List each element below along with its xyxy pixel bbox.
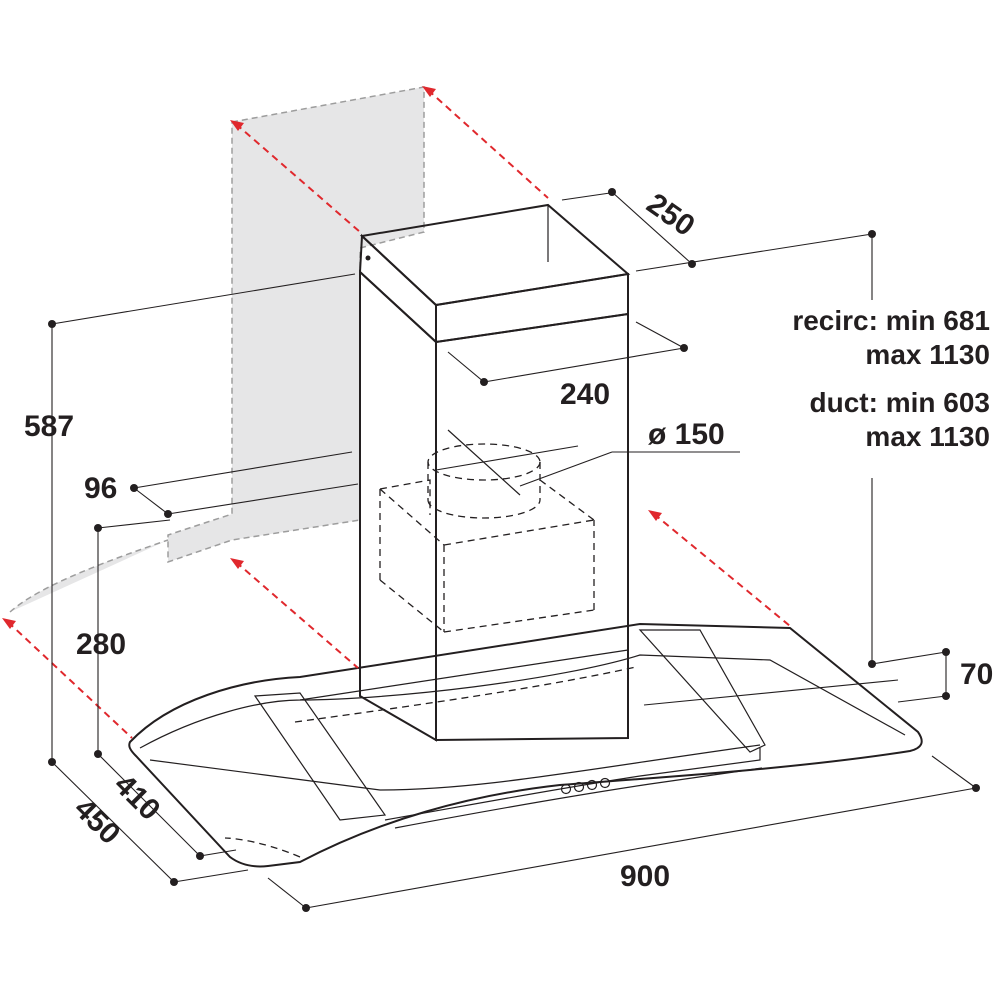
duct-max-note: max 1130 bbox=[865, 421, 990, 452]
red-arrows bbox=[2, 86, 791, 739]
duct-min-note: duct: min 603 bbox=[810, 387, 990, 418]
chimney bbox=[358, 203, 631, 742]
dimension-lines bbox=[48, 188, 980, 912]
dim-96-label: 96 bbox=[84, 472, 117, 505]
recirc-min-note: recirc: min 681 bbox=[792, 305, 990, 336]
dim-900-label: 900 bbox=[620, 860, 670, 893]
dim-250-label: 250 bbox=[641, 187, 701, 243]
height-notes: recirc: min 681 max 1130 duct: min 603 m… bbox=[792, 305, 990, 452]
dim-70-label: 70 bbox=[960, 658, 993, 691]
recirc-max-note: max 1130 bbox=[865, 339, 990, 370]
dim-diameter-label: ø 150 bbox=[648, 418, 725, 451]
dim-587-label: 587 bbox=[24, 410, 74, 443]
control-knobs bbox=[560, 777, 611, 795]
dim-280-label: 280 bbox=[76, 628, 126, 661]
dim-240-label: 240 bbox=[560, 378, 610, 411]
wall-panel bbox=[167, 86, 425, 564]
glass-canopy bbox=[128, 622, 923, 868]
